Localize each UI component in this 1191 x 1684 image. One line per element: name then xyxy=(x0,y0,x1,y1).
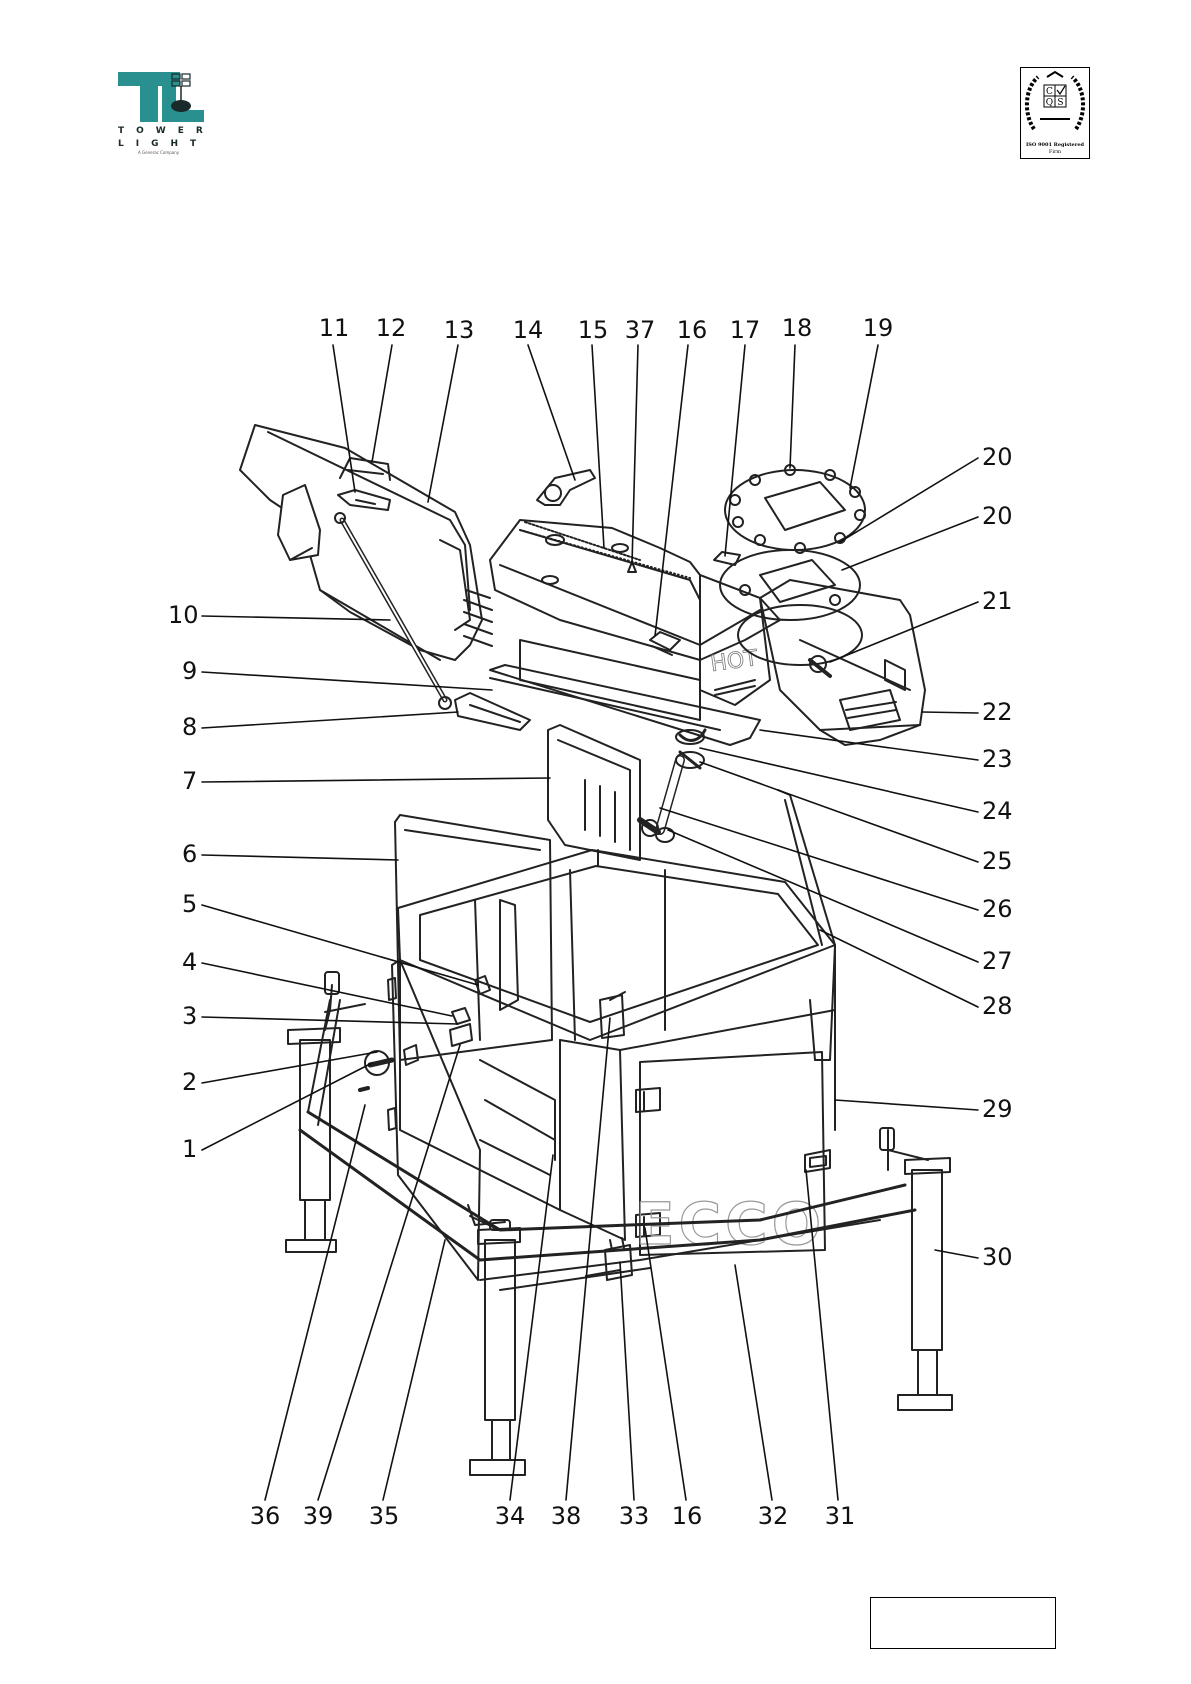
callout-33: 33 xyxy=(609,1502,659,1530)
hot-warning-label: HOT xyxy=(709,646,760,677)
callout-16-top: 16 xyxy=(667,316,717,344)
callout-15: 15 xyxy=(568,316,618,344)
chassis-frame xyxy=(286,972,952,1475)
callout-4: 4 xyxy=(182,948,197,976)
callout-10: 10 xyxy=(168,601,199,629)
callout-20b: 20 xyxy=(982,502,1013,530)
callout-19: 19 xyxy=(853,314,903,342)
leader-lines xyxy=(202,345,978,1500)
page-reference-box xyxy=(870,1597,1056,1649)
callout-26: 26 xyxy=(982,895,1013,923)
callout-28: 28 xyxy=(982,992,1013,1020)
callout-21: 21 xyxy=(982,587,1013,615)
callout-14: 14 xyxy=(503,316,553,344)
callout-5: 5 xyxy=(182,890,197,918)
callout-24: 24 xyxy=(982,797,1013,825)
callout-6: 6 xyxy=(182,840,197,868)
top-cover-assembly: HOT xyxy=(240,425,925,860)
callout-37: 37 xyxy=(615,316,665,344)
callout-2: 2 xyxy=(182,1068,197,1096)
callout-11: 11 xyxy=(309,314,359,342)
callout-8: 8 xyxy=(182,713,197,741)
callout-13: 13 xyxy=(434,316,484,344)
callout-16-bottom: 16 xyxy=(662,1502,712,1530)
callout-18: 18 xyxy=(772,314,822,342)
callout-38: 38 xyxy=(541,1502,591,1530)
callout-30: 30 xyxy=(982,1243,1013,1271)
callout-17: 17 xyxy=(720,316,770,344)
callout-7: 7 xyxy=(182,767,197,795)
callout-34: 34 xyxy=(485,1502,535,1530)
callout-23: 23 xyxy=(982,745,1013,773)
callout-12: 12 xyxy=(366,314,416,342)
callout-32: 32 xyxy=(748,1502,798,1530)
callout-39: 39 xyxy=(293,1502,343,1530)
callout-27: 27 xyxy=(982,947,1013,975)
callout-9: 9 xyxy=(182,657,197,685)
callout-3: 3 xyxy=(182,1002,197,1030)
callout-22: 22 xyxy=(982,698,1013,726)
callout-31: 31 xyxy=(815,1502,865,1530)
callout-1: 1 xyxy=(182,1135,197,1163)
callout-36: 36 xyxy=(240,1502,290,1530)
callout-25: 25 xyxy=(982,847,1013,875)
callout-20a: 20 xyxy=(982,443,1013,471)
callout-29: 29 xyxy=(982,1095,1013,1123)
callout-35: 35 xyxy=(359,1502,409,1530)
canopy-frame: ECCO xyxy=(388,790,835,1280)
